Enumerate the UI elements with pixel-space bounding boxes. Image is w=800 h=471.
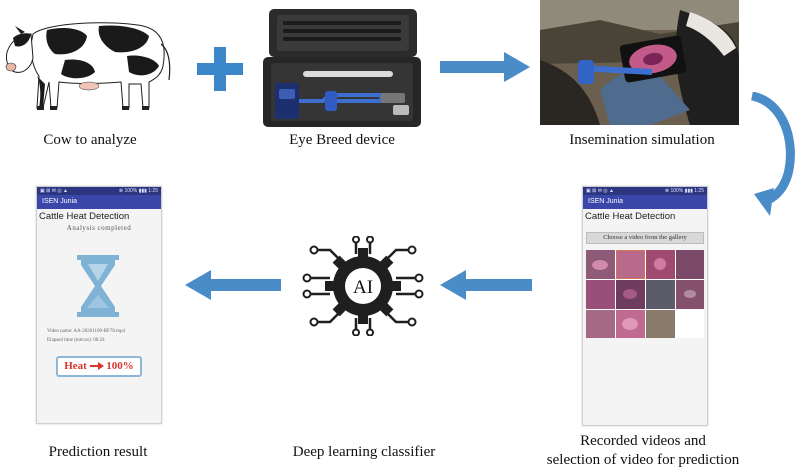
status-bar: ▣ ⊠ ✉ ◎ ▲ ⊗ 100% ▮▮▮ 1:25 bbox=[37, 187, 161, 195]
arrow-right-top bbox=[440, 52, 530, 82]
status-bar: ▣ ⊠ ✉ ◎ ▲ ⊗ 100% ▮▮▮ 1:25 bbox=[583, 187, 707, 195]
status-icons-right: ⊗ 100% ▮▮▮ 1:25 bbox=[664, 188, 704, 194]
insemination-photo bbox=[540, 0, 739, 125]
arrow-curved-down bbox=[738, 91, 800, 222]
status-icons-left: ▣ ⊠ ✉ ◎ ▲ bbox=[40, 188, 68, 194]
caption-classifier: Deep learning classifier bbox=[292, 444, 436, 460]
arrow-left-1 bbox=[440, 270, 532, 300]
analysis-status: Analysis completed bbox=[66, 224, 132, 232]
phone-prediction-result: ▣ ⊠ ✉ ◎ ▲ ⊗ 100% ▮▮▮ 1:25 ISEN Junia Cat… bbox=[36, 186, 162, 424]
phone-video-gallery: ▣ ⊠ ✉ ◎ ▲ ⊗ 100% ▮▮▮ 1:25 ISEN Junia Cat… bbox=[582, 186, 708, 426]
video-thumbnails[interactable] bbox=[586, 250, 704, 338]
result-label: Heat bbox=[64, 360, 87, 372]
elapsed-time: Elapsed time (mm:ss): 00:24 bbox=[47, 338, 105, 343]
screen-title: Cattle Heat Detection bbox=[39, 211, 130, 222]
screen-title: Cattle Heat Detection bbox=[585, 211, 676, 222]
caption-prediction: Prediction result bbox=[48, 444, 148, 460]
app-bar-title: ISEN Junia bbox=[583, 195, 707, 209]
right-arrow-icon bbox=[89, 362, 104, 371]
app-bar-title: ISEN Junia bbox=[37, 195, 161, 209]
video-gallery-grid bbox=[586, 250, 704, 338]
cow-image bbox=[3, 4, 175, 116]
caption-device: Eye Breed device bbox=[289, 132, 395, 148]
arrow-left-2 bbox=[185, 270, 281, 300]
hourglass-icon bbox=[77, 255, 119, 317]
status-icons-left: ▣ ⊠ ✉ ◎ ▲ bbox=[586, 188, 614, 194]
caption-cow: Cow to analyze bbox=[43, 132, 137, 148]
choose-video-button-label: Choose a video from the gallery bbox=[603, 234, 687, 241]
status-icons-right: ⊗ 100% ▮▮▮ 1:25 bbox=[118, 188, 158, 194]
caption-recorded-line1: Recorded videos and bbox=[580, 433, 706, 449]
ai-label: AI bbox=[353, 277, 373, 298]
ai-gear-icon: AI bbox=[300, 235, 426, 337]
eye-breed-device-image bbox=[263, 5, 421, 128]
caption-insemination: Insemination simulation bbox=[569, 132, 715, 148]
choose-video-button[interactable]: Choose a video from the gallery bbox=[586, 232, 704, 244]
plus-icon bbox=[197, 47, 243, 91]
result-badge: Heat 100% bbox=[56, 356, 142, 377]
video-name: Video name: AA-20201109-BF78.mp4 bbox=[47, 329, 125, 334]
caption-recorded-line2: selection of video for prediction bbox=[546, 452, 740, 468]
result-value: 100% bbox=[106, 360, 134, 372]
